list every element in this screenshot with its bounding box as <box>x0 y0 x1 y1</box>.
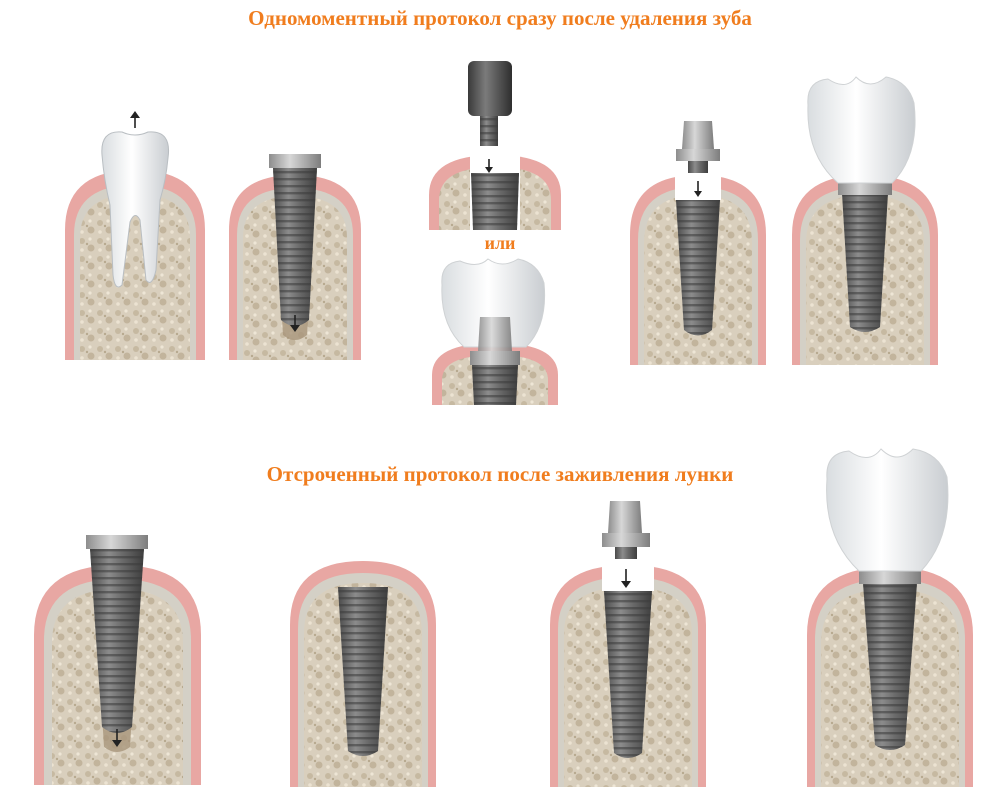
panel-final-crown <box>790 75 940 365</box>
abutment-icon <box>470 317 520 365</box>
gum-bone-section <box>65 170 205 360</box>
abutment-icon <box>676 121 720 173</box>
arrow-down-icon <box>112 729 122 747</box>
arrow-down-icon <box>621 569 631 588</box>
title-delayed-protocol: Отсроченный протокол после заживления лу… <box>266 462 734 486</box>
arrow-up-icon <box>130 111 140 128</box>
crown-icon <box>807 76 916 184</box>
panel-delayed-implant-placement <box>30 535 205 785</box>
panel-abutment-insertion <box>628 115 768 365</box>
implant-icon <box>863 583 917 750</box>
healing-cap-icon <box>468 61 512 146</box>
implant-icon <box>676 200 720 336</box>
panel-delayed-final-crown <box>805 445 975 787</box>
title-immediate-protocol: Одномоментный протокол сразу после удале… <box>248 6 752 30</box>
crown-icon <box>826 448 949 572</box>
implant-icon <box>604 591 652 758</box>
implant-icon <box>269 154 321 326</box>
crown-icon <box>441 258 546 348</box>
panel-delayed-healing <box>288 555 438 787</box>
abutment-icon <box>602 501 650 559</box>
arrow-down-icon <box>485 159 493 173</box>
implant-icon <box>338 587 388 756</box>
implant-icon <box>86 535 148 733</box>
implant-icon <box>842 193 888 332</box>
abutment-icon <box>838 183 892 195</box>
panel-implant-in-socket <box>225 150 365 360</box>
arrow-down-icon <box>290 315 300 332</box>
tooth-icon <box>101 131 170 288</box>
panel-delayed-abutment <box>548 495 708 787</box>
panel-temporary-crown <box>430 255 560 405</box>
abutment-icon <box>859 571 921 584</box>
panel-healing-cap <box>425 55 565 230</box>
arrow-down-icon <box>694 181 702 197</box>
panel-tooth-extraction <box>60 110 210 360</box>
or-label: или <box>484 233 516 253</box>
